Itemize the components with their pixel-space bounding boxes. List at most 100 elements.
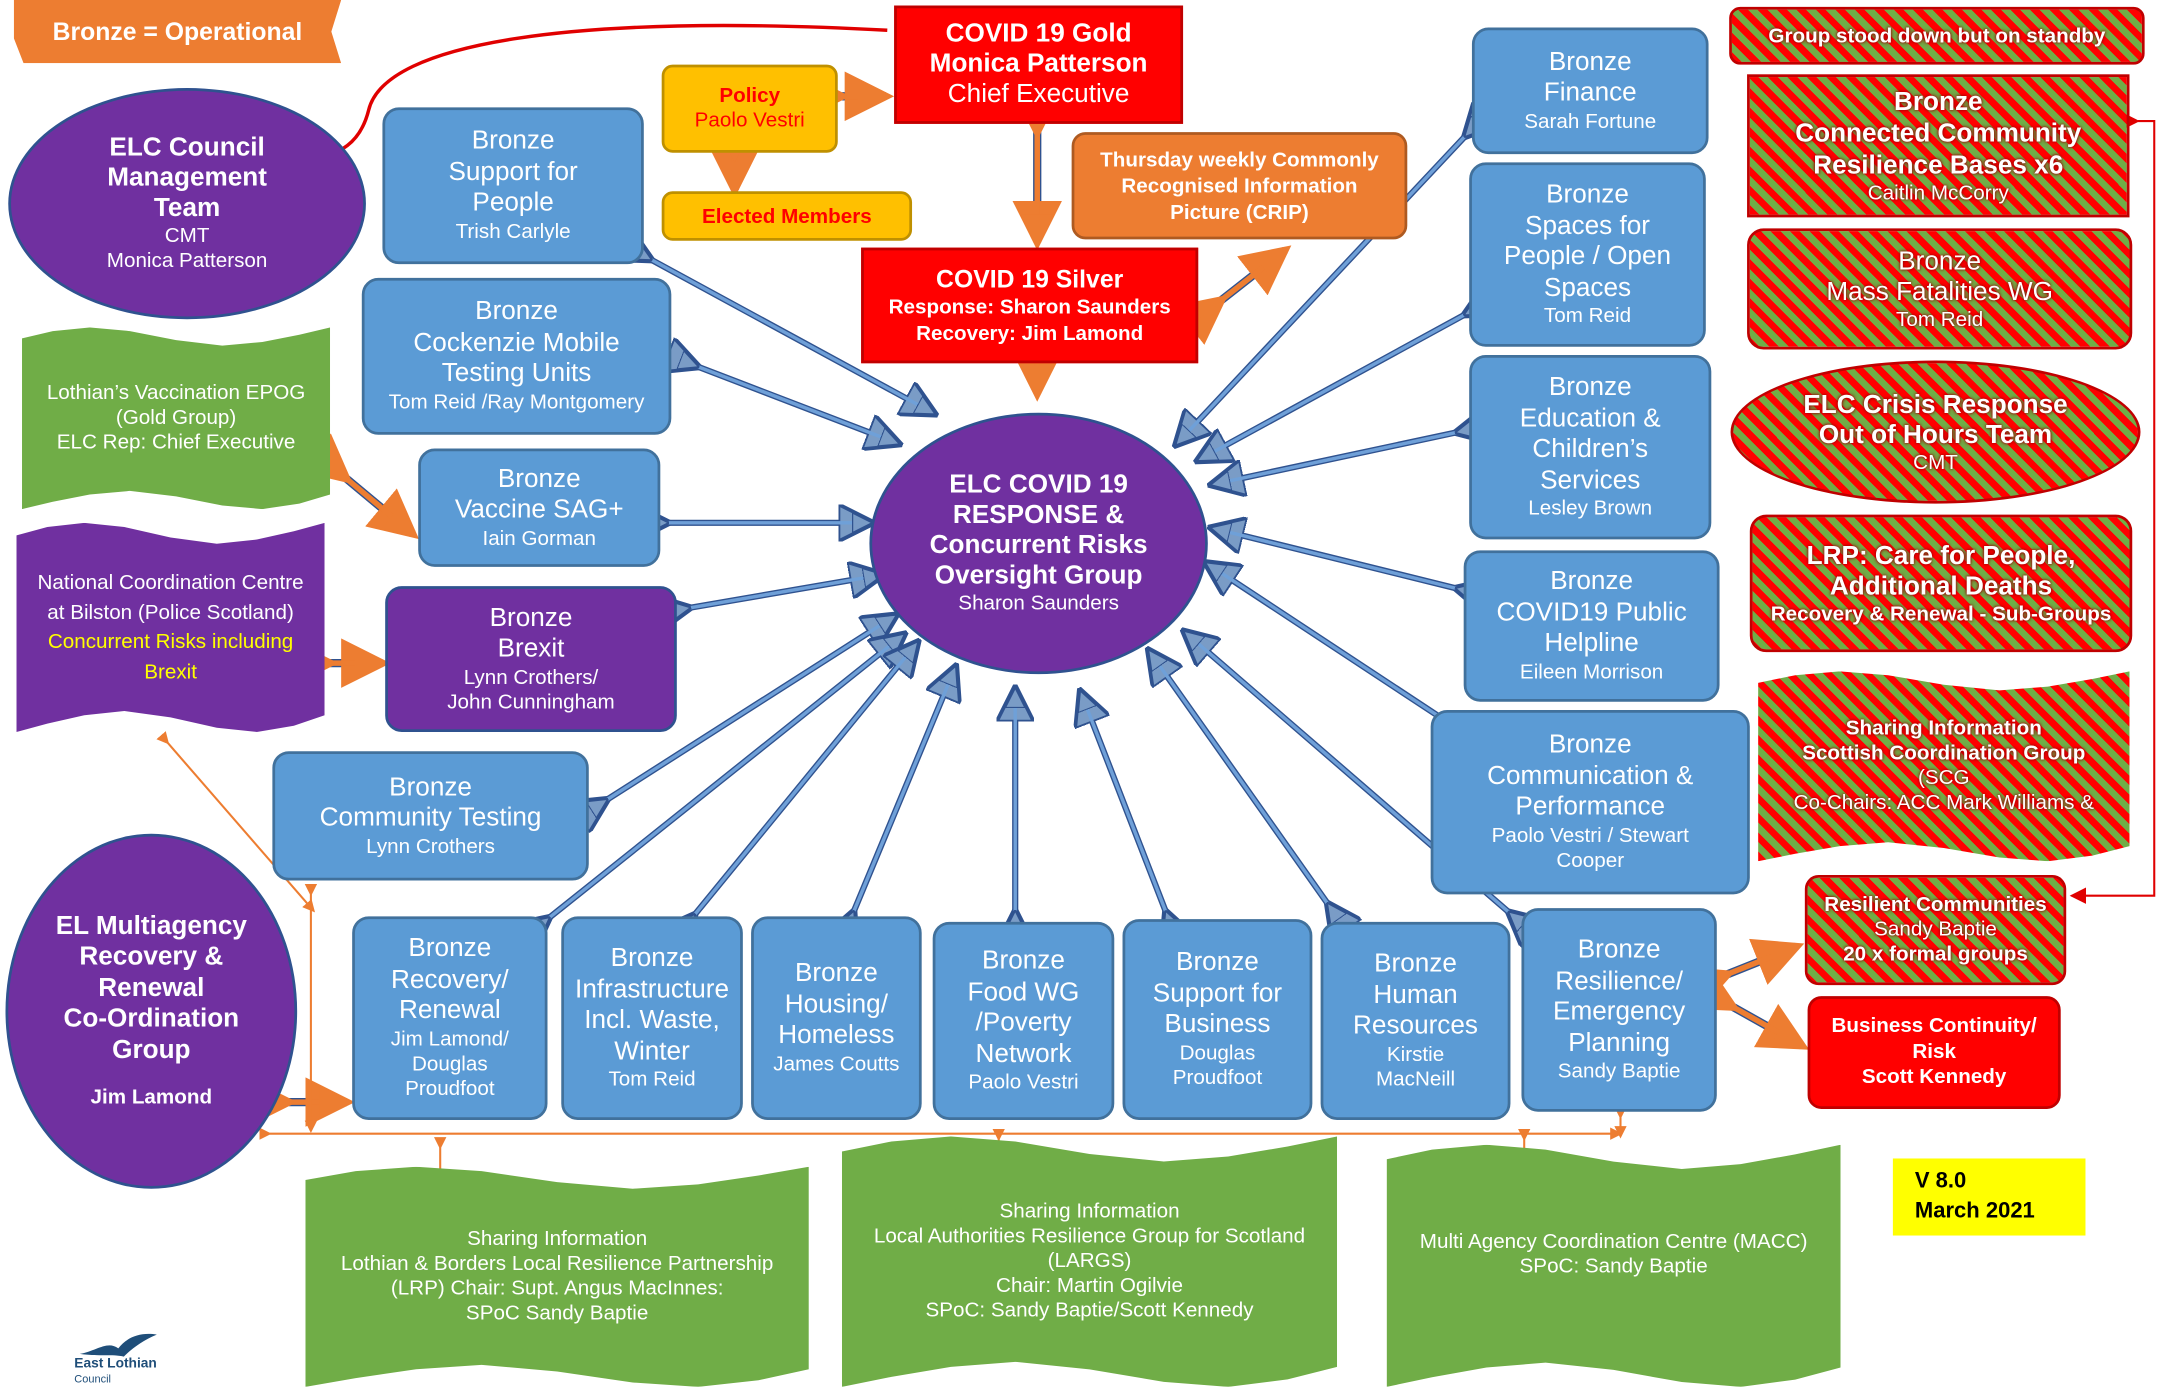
largs-line4: Chair: Martin Ogilvie [996, 1274, 1183, 1298]
group-lead: Tom Reid [1543, 304, 1632, 328]
bronze-label: Bronze [475, 297, 558, 327]
resilient-line2: Sandy Baptie [1874, 917, 1997, 942]
group-lead: Jim Lamond/ [390, 1027, 509, 1051]
group-title: Communication & [1487, 761, 1694, 791]
group-lead: Tom Reid [608, 1067, 696, 1092]
spoke-arrow [1213, 528, 1458, 589]
group-title: Cockenzie Mobile [413, 328, 620, 358]
largs-line5: SPoC: Sandy Baptie/Scott Kennedy [925, 1298, 1254, 1323]
bronze-label: Bronze [1546, 180, 1629, 210]
elm-name: Jim Lamond [90, 1085, 213, 1110]
spoke-arrow [1150, 652, 1329, 905]
lrp-sharing-box: Sharing Information Lothian & Borders Lo… [305, 1166, 809, 1387]
elm-line2: Recovery & [79, 942, 224, 972]
bronze-finance: Bronze Finance Sarah Fortune [1471, 27, 1709, 155]
thin-connector [156, 731, 315, 913]
group-title: Renewal [398, 996, 501, 1026]
center-name: Sharon Saunders [958, 591, 1119, 616]
largs-sharing-box: Sharing Information Local Authorities Re… [841, 1136, 1338, 1387]
bronze-label: Bronze [1577, 935, 1661, 965]
lrp-line2: Additional Deaths [1829, 571, 2053, 601]
group-title: Homeless [778, 1021, 895, 1051]
bronze-communication-performance: Bronze Communication & Performance Paolo… [1430, 709, 1750, 895]
group-title: Infrastructure [575, 974, 730, 1004]
bronze-label: Bronze [610, 943, 694, 973]
group-title: /Poverty [975, 1008, 1072, 1038]
group-lead: John Cunningham [447, 689, 615, 714]
group-title: Support for [1152, 979, 1283, 1009]
group-title: Housing/ [784, 990, 888, 1020]
group-lead: Sarah Fortune [1524, 109, 1657, 133]
silver-response: Response: Sharon Saunders [888, 295, 1171, 320]
spoke-arrow [1208, 564, 1442, 718]
scg-line4: Co-Chairs: ACC Mark Williams & [1793, 791, 2094, 815]
group-title: Finance [1543, 78, 1637, 108]
macc-sharing-box: Multi Agency Coordination Centre (MACC) … [1386, 1144, 1841, 1387]
group-title: Resilience/ [1555, 966, 1684, 996]
group-title: Recovery/ [391, 965, 509, 995]
cmt-ellipse: ELC Council Management Team CMT Monica P… [8, 88, 366, 320]
group-lead: Cooper [1556, 848, 1625, 872]
version-date: March 2021 [1914, 1199, 2035, 1224]
standby-label: Group stood down but on standby [1768, 24, 2106, 48]
group-title: Spaces for [1525, 211, 1650, 241]
bidirectional-arrow [314, 448, 417, 538]
version-badge: V 8.0 March 2021 [1892, 1158, 2086, 1236]
center-line3: Concurrent Risks [929, 531, 1148, 560]
bronze-label: Bronze [1374, 949, 1457, 979]
bronze-label: Bronze [497, 464, 581, 494]
group-title: Support for [448, 157, 578, 187]
connected-name: Caitlin McCorry [1867, 181, 2009, 206]
bronze-label: Bronze [489, 603, 573, 633]
standby-legend-box: Group stood down but on standby [1729, 6, 2145, 65]
oversight-group-ellipse: ELC COVID 19 RESPONSE & Concurrent Risks… [869, 412, 1208, 675]
business-line3: Scott Kennedy [1861, 1065, 2007, 1089]
spoke-arrow [688, 575, 881, 608]
policy-name: Paolo Vestri [694, 108, 805, 133]
group-title: Planning [1568, 1028, 1670, 1058]
silver-title: COVID 19 Silver [936, 265, 1124, 294]
resilient-line3: 20 x formal groups [1843, 942, 2028, 966]
ncc-line4: Brexit [144, 659, 197, 684]
elm-line4: Co-Ordination [63, 1004, 240, 1034]
lrp-sharing-line4: SPoC Sandy Baptie [465, 1301, 649, 1325]
group-lead: James Coutts [773, 1052, 900, 1076]
gold-title: COVID 19 Gold [945, 19, 1132, 49]
cmt-abbrev: CMT [164, 224, 210, 248]
group-title: Resources [1353, 1011, 1478, 1041]
bronze-education-childrens-services: Bronze Education & Children’s Services L… [1469, 354, 1712, 540]
logo-line2: Council [74, 1373, 111, 1386]
connected-community-box: Bronze Connected Community Resilience Ba… [1747, 74, 2130, 218]
bronze-legend-banner: Bronze = Operational [13, 0, 342, 64]
center-line1: ELC COVID 19 [949, 470, 1128, 500]
bronze-label: Bronze [1548, 372, 1632, 402]
crip-line1: Thursday weekly Commonly [1100, 147, 1379, 172]
epog-line1: Lothian’s Vaccination EPOG [46, 381, 306, 405]
national-coordination-centre-box: National Coordination Centre at Bilston … [16, 522, 325, 732]
ncc-line2: at Bilston (Police Scotland) [47, 600, 294, 624]
bronze-recovery-renewal: Bronze Recovery/ Renewal Jim Lamond/ Dou… [352, 916, 548, 1120]
lrp-subgroups-box: LRP: Care for People, Additional Deaths … [1749, 514, 2133, 653]
crip-box: Thursday weekly Commonly Recognised Info… [1071, 132, 1408, 240]
crisis-line1: ELC Crisis Response [1803, 390, 2068, 419]
bronze-label: Bronze [1548, 730, 1632, 760]
bidirectional-arrow [1696, 941, 1802, 1000]
group-title: Helpline [1544, 629, 1639, 659]
lrp-sharing-line2: Lothian & Borders Local Resilience Partn… [340, 1252, 774, 1276]
center-line2: RESPONSE & [952, 500, 1125, 530]
business-line1: Business Continuity/ [1831, 1014, 2037, 1038]
thick-arrows [247, 71, 1810, 1127]
cmt-title-3: Team [153, 193, 221, 223]
bronze-label: Bronze [794, 959, 878, 989]
bronze-label: Bronze [471, 126, 555, 156]
group-lead: MacNeill [1375, 1067, 1456, 1091]
spoke-arrow [1081, 693, 1166, 913]
el-multiagency-group-ellipse: EL Multiagency Recovery & Renewal Co-Ord… [5, 833, 298, 1189]
elected-members-label: Elected Members [701, 204, 872, 228]
spoke-arrow [1178, 135, 1467, 443]
crip-line2: Recognised Information [1121, 174, 1358, 198]
group-title: Services [1540, 465, 1641, 495]
group-lead: Lesley Brown [1528, 496, 1653, 521]
